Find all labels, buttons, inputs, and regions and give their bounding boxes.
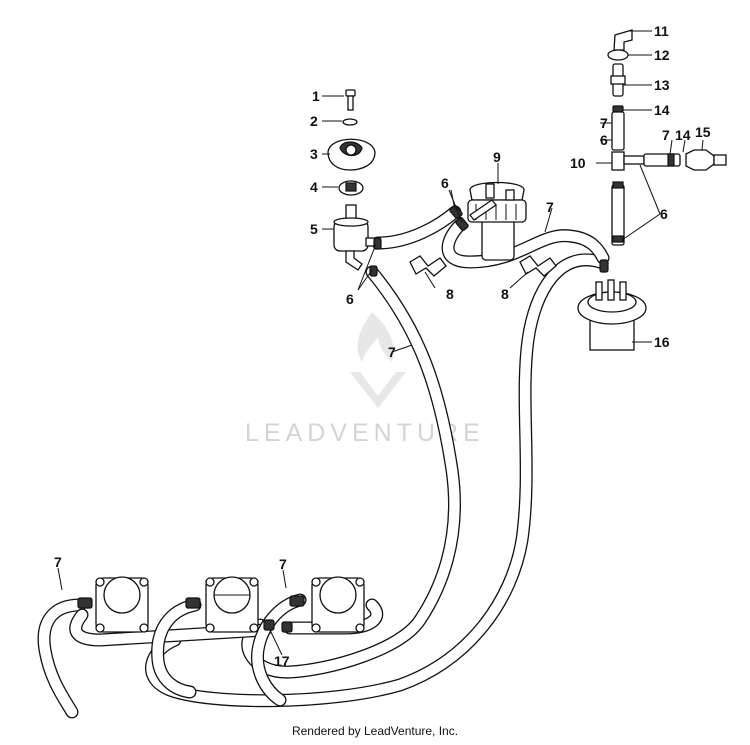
callout-7-valve: 7	[600, 115, 608, 131]
check-valve-top	[610, 63, 626, 97]
fuel-hose-long-left	[241, 265, 461, 679]
vent-filter	[685, 149, 727, 171]
watermark-logo	[350, 312, 406, 408]
carburetor-3	[289, 576, 365, 633]
callout-7-carb-mid: 7	[279, 556, 287, 572]
callout-7-long: 7	[388, 344, 396, 360]
callout-5: 5	[310, 221, 318, 237]
callout-14-top: 14	[654, 102, 670, 118]
hose-clamp-pump	[369, 237, 382, 277]
callout-6-vent: 6	[660, 206, 668, 222]
callout-15: 15	[695, 124, 711, 140]
callout-6-valve: 6	[600, 132, 608, 148]
clip-right	[519, 255, 557, 277]
footer-credit: Rendered by LeadVenture, Inc.	[291, 724, 459, 738]
callout-8-left: 8	[446, 286, 454, 302]
clamp-mid	[612, 105, 624, 113]
fuel-hose-bottom-left	[37, 598, 87, 719]
callout-3: 3	[310, 146, 318, 162]
callout-11: 11	[654, 23, 669, 39]
callout-4: 4	[310, 179, 318, 195]
carburetor-1	[77, 576, 149, 633]
vent-hose-side	[643, 153, 681, 167]
callout-14-side: 14	[675, 127, 691, 143]
callout-16: 16	[654, 334, 670, 350]
callout-8-right: 8	[501, 286, 509, 302]
t-fitting	[611, 151, 645, 171]
pump-cover	[327, 138, 376, 171]
fuel-hose-filter-valve	[441, 218, 610, 269]
callout-7-carb-left: 7	[54, 554, 62, 570]
fuel-hose-pump-filter	[371, 205, 462, 250]
callout-10: 10	[570, 155, 586, 171]
callout-9: 9	[493, 149, 501, 165]
fuel-filter	[467, 181, 527, 261]
diaphragm	[338, 180, 364, 196]
screw	[345, 89, 356, 111]
elbow-fitting	[613, 29, 633, 51]
fuel-hose-carb-link	[250, 593, 307, 707]
callout-1: 1	[312, 88, 320, 104]
t-fitting-carb	[263, 619, 293, 633]
carburetor-2	[185, 576, 259, 633]
callout-6-filter: 6	[441, 175, 449, 191]
fuel-hose-carb-mid	[151, 598, 202, 699]
clip-left	[409, 255, 447, 277]
callout-leaders	[57, 30, 704, 656]
callout-12: 12	[654, 47, 670, 63]
washer	[342, 118, 358, 126]
fuel-pump	[333, 204, 381, 271]
vent-hose-lower	[611, 181, 625, 246]
fuel-hose-rail	[69, 608, 272, 647]
callout-7-vent: 7	[662, 127, 670, 143]
callout-13: 13	[654, 77, 670, 93]
callout-17: 17	[274, 653, 290, 669]
clamp-top	[607, 49, 629, 61]
vent-hose-upper	[611, 111, 625, 151]
fuel-pickup-unit	[577, 259, 647, 351]
callout-6-pump: 6	[346, 291, 354, 307]
callout-2: 2	[310, 113, 318, 129]
callout-7-filter: 7	[546, 199, 554, 215]
